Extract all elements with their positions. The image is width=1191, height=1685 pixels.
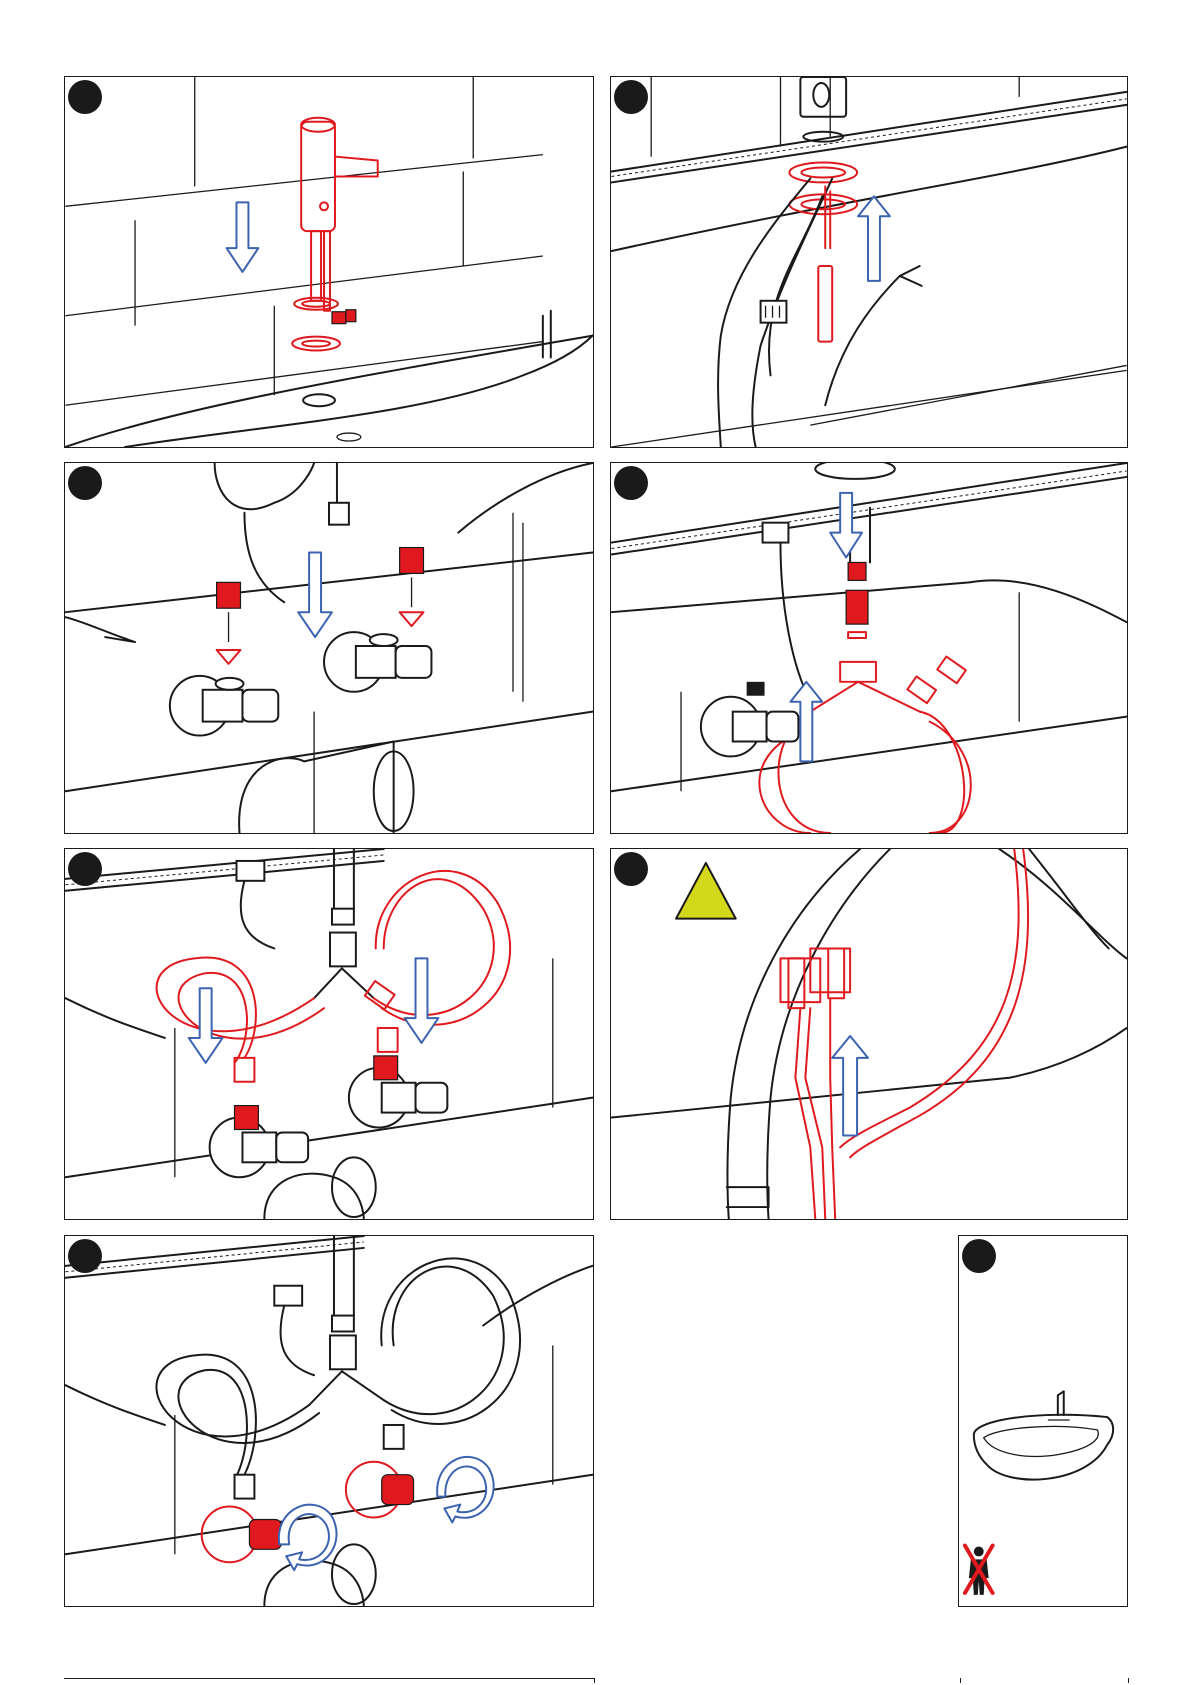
panel-step-7 bbox=[64, 1235, 594, 1607]
step-4-illustration bbox=[611, 463, 1127, 833]
rotate-arrow-icon bbox=[279, 1505, 337, 1570]
panel-step-3 bbox=[64, 462, 594, 834]
step-5-illustration bbox=[65, 849, 593, 1219]
step-number-badge bbox=[614, 466, 648, 500]
step-7-illustration bbox=[65, 1236, 593, 1606]
footer-tick bbox=[960, 1678, 961, 1683]
footer-tick bbox=[594, 1678, 595, 1683]
down-arrow-icon bbox=[830, 493, 862, 558]
panel-step-5 bbox=[64, 848, 594, 1220]
up-arrow-icon bbox=[832, 1036, 868, 1135]
up-arrow-icon bbox=[858, 196, 890, 281]
step-8-illustration bbox=[959, 1236, 1127, 1606]
warning-triangle-icon bbox=[676, 863, 736, 919]
panel-step-2 bbox=[610, 76, 1128, 448]
footer-tick bbox=[1128, 1678, 1129, 1683]
step-2-illustration bbox=[611, 77, 1127, 447]
step-number-badge bbox=[614, 852, 648, 886]
step-3-illustration bbox=[65, 463, 593, 833]
footer-rule bbox=[64, 1678, 594, 1679]
panel-step-4 bbox=[610, 462, 1128, 834]
step-number-badge bbox=[68, 1239, 102, 1273]
step-number-badge bbox=[68, 466, 102, 500]
step-number-badge bbox=[68, 852, 102, 886]
down-arrow-icon bbox=[298, 553, 332, 638]
step-number-badge bbox=[962, 1239, 996, 1273]
down-arrow-icon bbox=[405, 958, 439, 1043]
step-number-badge bbox=[68, 80, 102, 114]
step-1-illustration bbox=[65, 77, 593, 447]
panel-step-8 bbox=[958, 1235, 1128, 1607]
no-person-icon bbox=[965, 1546, 993, 1595]
down-arrow-icon bbox=[227, 202, 259, 272]
rotate-arrow-icon bbox=[437, 1457, 494, 1522]
panel-step-6 bbox=[610, 848, 1128, 1220]
step-6-illustration bbox=[611, 849, 1127, 1219]
step-number-badge bbox=[614, 80, 648, 114]
down-arrow-icon bbox=[189, 988, 223, 1063]
panel-step-1 bbox=[64, 76, 594, 448]
